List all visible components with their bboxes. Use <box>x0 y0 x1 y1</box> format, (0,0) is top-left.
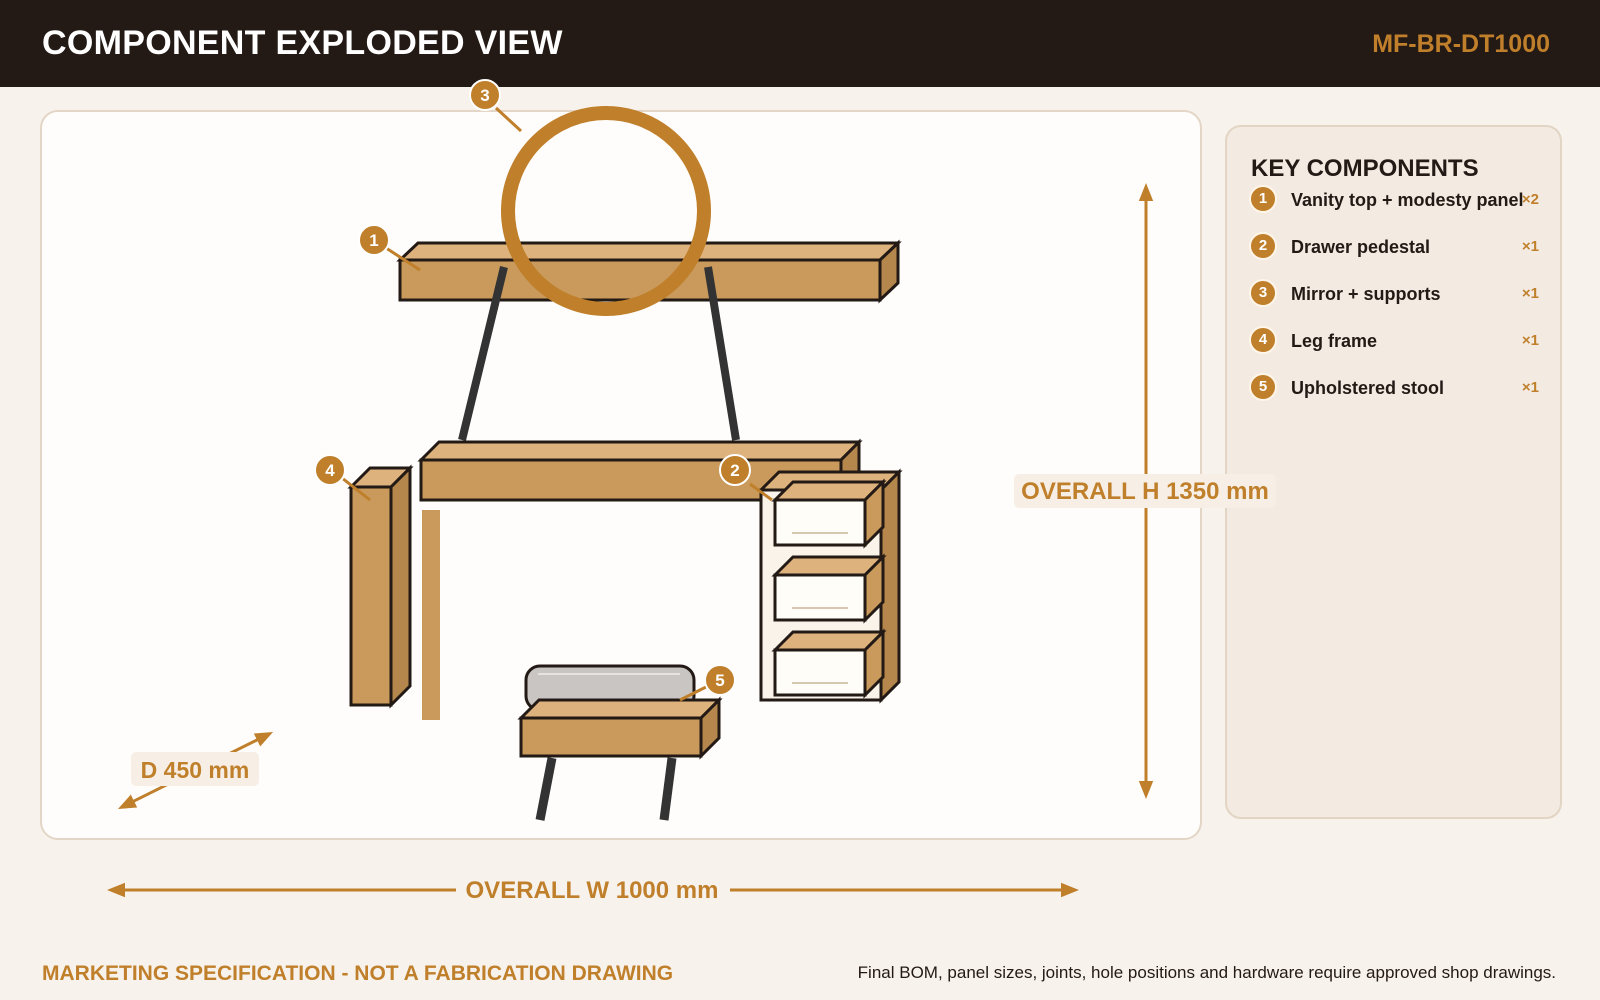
key-components-panel: KEY COMPONENTS 1 Vanity top + modesty pa… <box>1225 125 1562 819</box>
key-item-qty: ×1 <box>1521 332 1539 349</box>
key-item-label: Leg frame <box>1291 331 1378 351</box>
key-item: 2 Drawer pedestal ×1 <box>1249 232 1539 264</box>
width-label: OVERALL W 1000 mm <box>466 877 719 904</box>
header-bar: COMPONENT EXPLODED VIEW MF-BR-DT1000 <box>0 0 1600 87</box>
key-item-label: Upholstered stool <box>1291 378 1445 398</box>
height-dimension: OVERALL H 1350 mm <box>1014 183 1276 799</box>
callout-badge: 1 <box>1249 185 1277 213</box>
depth-dimension: D 450 mm <box>117 731 274 810</box>
key-item: 1 Vanity top + modesty panel ×2 <box>1249 185 1539 217</box>
leg-frame <box>347 464 440 720</box>
callout-badge: 2 <box>1249 232 1277 260</box>
key-item-qty: ×1 <box>1521 379 1539 396</box>
height-label: OVERALL H 1350 mm <box>1021 478 1269 505</box>
key-item-label: Vanity top + modesty panel <box>1291 190 1524 210</box>
key-item-label: Mirror + supports <box>1291 284 1441 304</box>
page-title: COMPONENT EXPLODED VIEW <box>42 24 563 62</box>
callout-5: 5 <box>704 664 736 696</box>
product-code: MF-BR-DT1000 <box>1372 30 1550 58</box>
callout-number: 1 <box>369 231 378 250</box>
callout-badge: 4 <box>1249 326 1277 354</box>
callout-1: 1 <box>358 224 390 256</box>
key-components-title: KEY COMPONENTS <box>1251 155 1479 182</box>
callout-number: 5 <box>715 671 724 690</box>
key-item: 3 Mirror + supports ×1 <box>1249 279 1539 311</box>
upholstered-stool <box>517 664 723 821</box>
key-item-qty: ×1 <box>1521 285 1539 302</box>
drawer-pedestal <box>757 468 903 704</box>
width-dimension: OVERALL W 1000 mm <box>107 877 1079 904</box>
key-item-label: Drawer pedestal <box>1291 237 1431 257</box>
key-item: 5 Upholstered stool ×1 <box>1249 373 1539 405</box>
callout-2: 2 <box>719 454 751 486</box>
mirror-ring <box>501 106 711 316</box>
callout-number: 3 <box>480 86 489 105</box>
key-item-qty: ×1 <box>1521 238 1539 255</box>
leader-lines <box>341 106 773 702</box>
footer-note: Final BOM, panel sizes, joints, hole pos… <box>857 963 1556 982</box>
callout-number: 4 <box>325 461 335 480</box>
callout-number: 2 <box>730 461 739 480</box>
callout-badge: 5 <box>1249 373 1277 401</box>
mirror-supports <box>458 266 740 441</box>
callout-3: 3 <box>469 79 501 111</box>
key-item-qty: ×2 <box>1521 191 1539 208</box>
callout-4: 4 <box>314 454 346 486</box>
disclaimer-text: MARKETING SPECIFICATION - NOT A FABRICAT… <box>42 962 674 985</box>
key-item: 4 Leg frame ×1 <box>1249 326 1539 358</box>
callout-badge: 3 <box>1249 279 1277 307</box>
depth-label: D 450 mm <box>141 757 250 783</box>
